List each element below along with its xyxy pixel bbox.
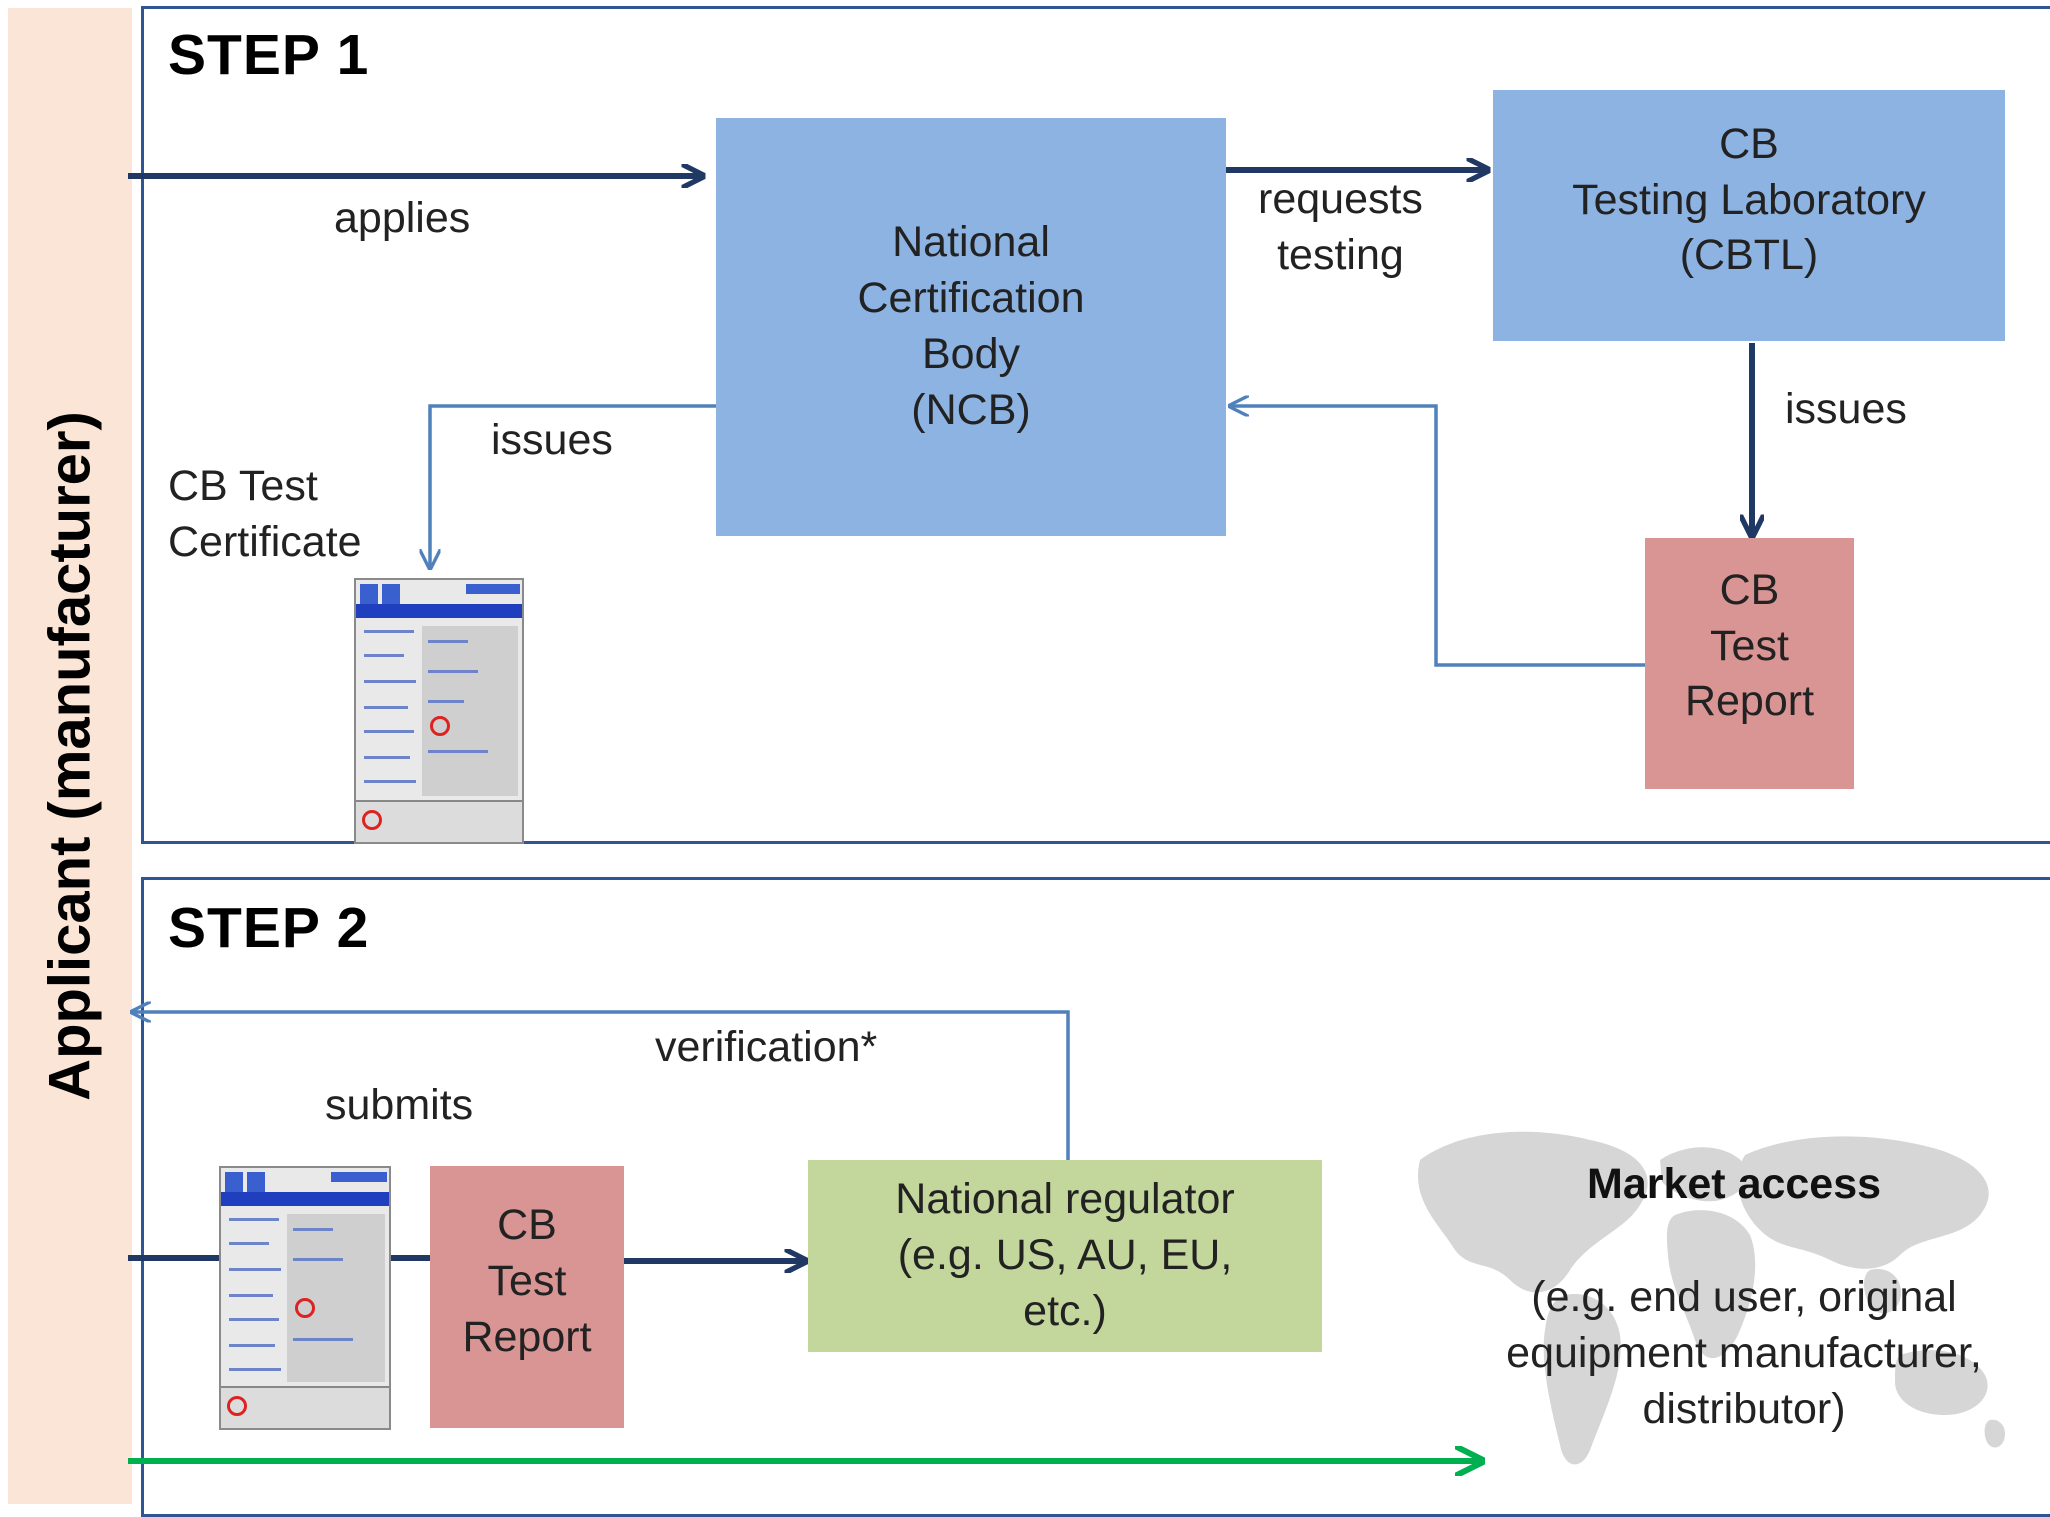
cb-certificate-document-icon (354, 578, 524, 844)
step2-title: STEP 2 (168, 896, 370, 960)
cb-test-report-box: CB Test Report (1645, 538, 1854, 789)
market-access-title: Market access (1587, 1160, 1882, 1208)
report-to-ncb-arrow (1230, 406, 1645, 667)
step1-panel (141, 6, 2050, 844)
ncb-box: National Certification Body (NCB) (716, 118, 1226, 536)
step1-title: STEP 1 (168, 23, 370, 87)
lab-issues-label: issues (1785, 385, 1907, 433)
cbtl-box: CB Testing Laboratory (CBTL) (1493, 90, 2005, 341)
verification-label: verification* (655, 1023, 878, 1071)
submits-label: submits (325, 1081, 474, 1129)
requests-testing-label: requests testing (1258, 175, 1423, 279)
ncb-issues-certificate-arrow (430, 404, 716, 568)
applies-label: applies (334, 194, 471, 242)
submitted-certificate-document-icon (219, 1166, 391, 1430)
world-map-icon (1418, 1131, 2006, 1465)
market-access-detail: (e.g. end user, original equipment manuf… (1506, 1273, 1982, 1433)
verification-arrow (132, 1012, 1070, 1160)
national-regulator-box: National regulator (e.g. US, AU, EU, etc… (808, 1160, 1322, 1352)
ncb-issues-label: issues (491, 416, 613, 464)
applicant-sidebar (8, 8, 132, 1504)
cb-test-certificate-label: CB Test Certificate (168, 462, 362, 566)
step2-cb-test-report-box: CB Test Report (430, 1166, 624, 1428)
